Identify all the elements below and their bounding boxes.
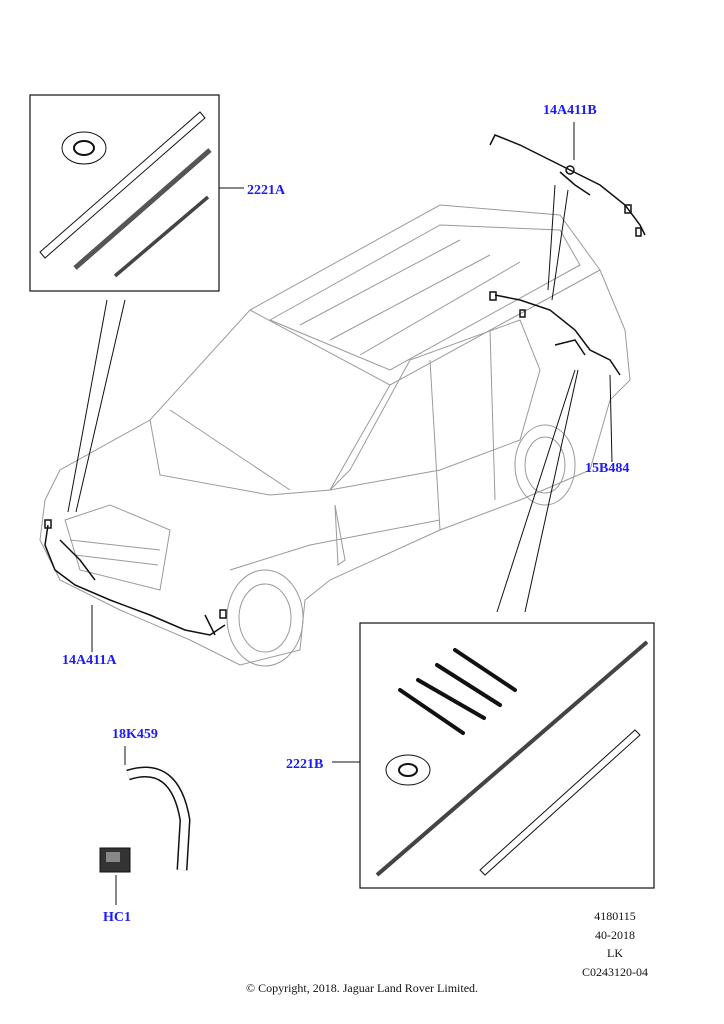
wiring-harness-front [44, 519, 227, 636]
callout-15b484[interactable]: 15B484 [585, 461, 630, 476]
callout-2221a[interactable]: 2221A [247, 183, 286, 198]
callout-14a411a[interactable]: 14A411A [62, 653, 117, 668]
reference-number: 4180115 [594, 909, 636, 923]
connector-hc1 [99, 847, 131, 873]
kit-2221b-box [359, 622, 655, 889]
callout-14a411b[interactable]: 14A411B [543, 103, 597, 118]
wiring-harness-side [489, 291, 621, 376]
leader-lines [67, 122, 613, 905]
vehicle-outline [39, 204, 631, 667]
hose-18k459 [126, 766, 191, 871]
reference-code: LK [607, 946, 623, 960]
reference-date: 40-2018 [595, 927, 635, 942]
wiring-harness-rear [489, 134, 646, 237]
kit-2221a-box [29, 94, 220, 292]
callout-2221b[interactable]: 2221B [286, 757, 324, 772]
illustration-reference: 4180115 40-2018 LK C0243120-04 [555, 907, 675, 981]
copyright-text: © Copyright, 2018. Jaguar Land Rover Lim… [245, 981, 479, 995]
callout-hc1[interactable]: HC1 [103, 910, 131, 925]
callout-18k459[interactable]: 18K459 [112, 727, 158, 742]
reference-id: C0243120-04 [582, 964, 648, 979]
